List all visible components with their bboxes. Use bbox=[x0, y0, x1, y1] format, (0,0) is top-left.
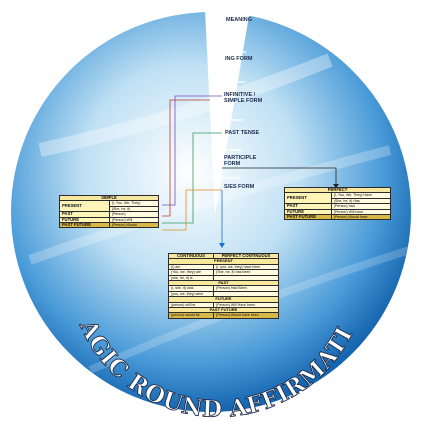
table-cell: (Person) Would bbox=[108, 221, 160, 229]
table-cell: (you, we, they) were bbox=[167, 290, 215, 298]
form-label-meaning: MEANING bbox=[226, 17, 252, 23]
table-cell: (Person) Would have bbox=[330, 213, 392, 221]
section-label: PAST bbox=[168, 279, 279, 287]
tense-label: PAST FUTURE bbox=[59, 221, 110, 229]
table-cell: (Person) Would have been bbox=[213, 312, 279, 319]
disc bbox=[11, 12, 411, 412]
tense-label: PRESENT bbox=[284, 192, 332, 205]
table-header: PERFECT bbox=[284, 186, 391, 194]
light-streak bbox=[38, 53, 333, 157]
table-cell: (Person) Had Been bbox=[213, 285, 279, 292]
table-cell: (I, You, We, They) Have bbox=[330, 192, 392, 199]
table-cell: (she, he, it) is bbox=[167, 274, 215, 282]
section-label: PAST FUTURE bbox=[168, 307, 279, 314]
connector-line bbox=[162, 132, 222, 224]
table-cell: (Person) Will Have been bbox=[213, 301, 279, 309]
form-label-participle: PARTICIPLE FORM bbox=[224, 155, 257, 167]
separator-line bbox=[209, 51, 246, 179]
section-label: PRESENT bbox=[168, 258, 279, 265]
table-cell: (person) would be bbox=[167, 312, 215, 319]
tense-label: PRESENT bbox=[59, 200, 110, 213]
table-cell: (Person) Will have bbox=[330, 208, 392, 216]
connector-line bbox=[162, 189, 222, 231]
form-label-infinitive: INFINITIVE / SIMPLE FORM bbox=[224, 92, 263, 104]
connector-line bbox=[162, 95, 222, 206]
table-cell: (I, you, we, they) have been bbox=[213, 263, 279, 271]
table-cell: (person) will be bbox=[167, 301, 215, 309]
tense-label: PAST FUTURE bbox=[284, 213, 332, 221]
arrow-head bbox=[219, 243, 225, 248]
table-cell: (I, You, We, They) bbox=[108, 200, 160, 207]
form-label-past: PAST TENSE bbox=[225, 130, 260, 136]
simple-tense-table: SIMPLE PRESENT (I, You, We, They) (She, … bbox=[59, 194, 160, 229]
table-cell: (She, he, it) has been bbox=[213, 269, 279, 276]
form-label-ing: ING FORM bbox=[225, 56, 253, 62]
table-header: SIMPLE bbox=[59, 194, 159, 202]
table-header: CONTINUOUS bbox=[167, 252, 215, 260]
continuous-tense-table: CONTINUOUS PERFECT CONTINUOUS PRESENT (I… bbox=[167, 252, 279, 319]
section-label: FUTURE bbox=[168, 296, 279, 303]
perfect-tense-table: PERFECT PRESENT (I, You, We, They) Have … bbox=[284, 186, 392, 221]
form-label-ses: S/ES FORM bbox=[224, 184, 255, 190]
connector-line bbox=[222, 167, 337, 187]
table-cell: (I, she, it) was bbox=[167, 285, 215, 292]
arrow-head bbox=[333, 184, 339, 188]
light-streak bbox=[28, 145, 392, 265]
top-wedge bbox=[205, 10, 250, 215]
connector-line bbox=[162, 99, 210, 217]
table-header: PERFECT CONTINUOUS bbox=[213, 252, 279, 260]
table-cell: (You, we, they) are bbox=[167, 269, 215, 276]
